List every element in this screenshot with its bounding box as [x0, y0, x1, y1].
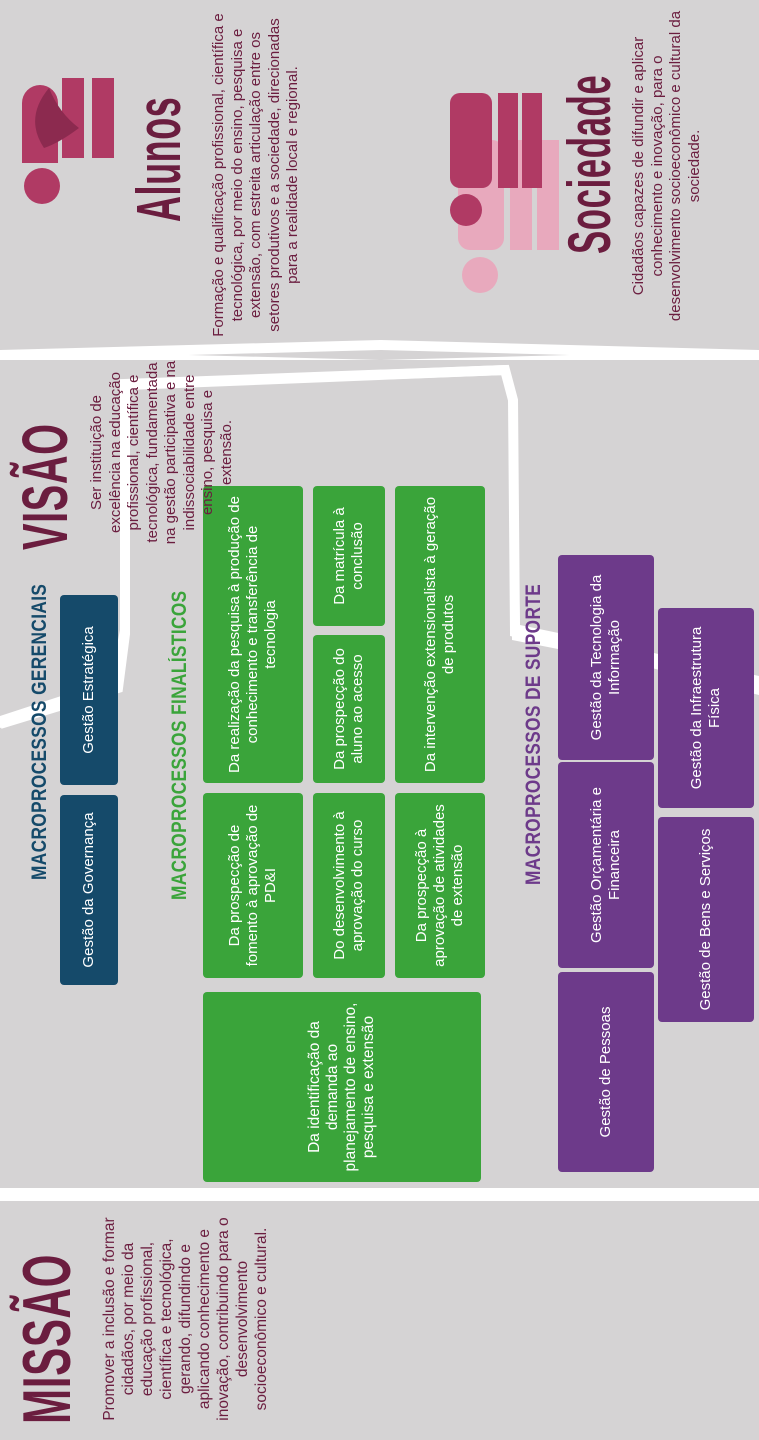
gestao-pessoas-box: Gestão de Pessoas	[558, 972, 654, 1172]
finalistico-matricula-box: Da matrícula à conclusão	[313, 486, 385, 626]
panel-missao	[0, 1200, 759, 1440]
sociedade-text: Cidadãos capazes de difundir e aplicar c…	[630, 10, 703, 322]
missao-title: MISSÃO	[9, 1253, 85, 1424]
suporte-title: MACROPROCESSOS DE SUPORTE	[522, 583, 545, 885]
gestao-orcamentaria-box: Gestão Orçamentária e Financeira	[558, 762, 654, 968]
alunos-text: Formação e qualificação profissional, ci…	[210, 13, 301, 337]
divider-3	[0, 339, 759, 360]
gerenciais-title: MACROPROCESSOS GERENCIAIS	[28, 583, 51, 880]
society-icon	[450, 93, 559, 293]
finalistico-produtos-box: Da intervenção extensionalista à geração…	[395, 486, 485, 783]
alunos-title: Alunos	[125, 96, 194, 222]
gestao-governanca-box: Gestão da Governança	[60, 795, 118, 985]
gestao-ti-box: Gestão da Tecnologia da Informação	[558, 555, 654, 760]
finalistico-pdi-box: Da prospecção de fomento à aprovação de …	[203, 793, 303, 978]
visao-title: VISÃO	[9, 423, 81, 550]
student-icon	[22, 78, 114, 204]
finalistico-curso-box: Do desenvolvimento à aprovação do curso	[313, 793, 385, 978]
finalisticos-title-b: FINALÍSTICOS	[168, 590, 191, 715]
gestao-infraestrutura-box: Gestão da Infraestrutura Física	[658, 608, 754, 808]
finalistico-acesso-box: Da prospecção do aluno ao acesso	[313, 635, 385, 783]
gestao-bens-box: Gestão de Bens e Serviços	[658, 817, 754, 1022]
gestao-estrategica-box: Gestão Estratégica	[60, 595, 118, 785]
finalisticos-title-a: MACROPROCESSOS	[168, 714, 191, 900]
panel-publico	[0, 0, 759, 360]
finalistico-planejamento-box: Da identificação da demanda ao planejame…	[203, 992, 481, 1182]
visao-text: Ser instituição de excelência na educaçã…	[88, 360, 235, 545]
missao-text: Promover a inclusão e formar cidadãos, p…	[101, 1217, 270, 1421]
sociedade-title: Sociedade	[556, 74, 623, 254]
finalisticos-title: MACROPROCESSOS FINALÍSTICOS	[168, 590, 192, 900]
finalistico-extensao-box: Da prospecção à aprovação de atividades …	[395, 793, 485, 978]
